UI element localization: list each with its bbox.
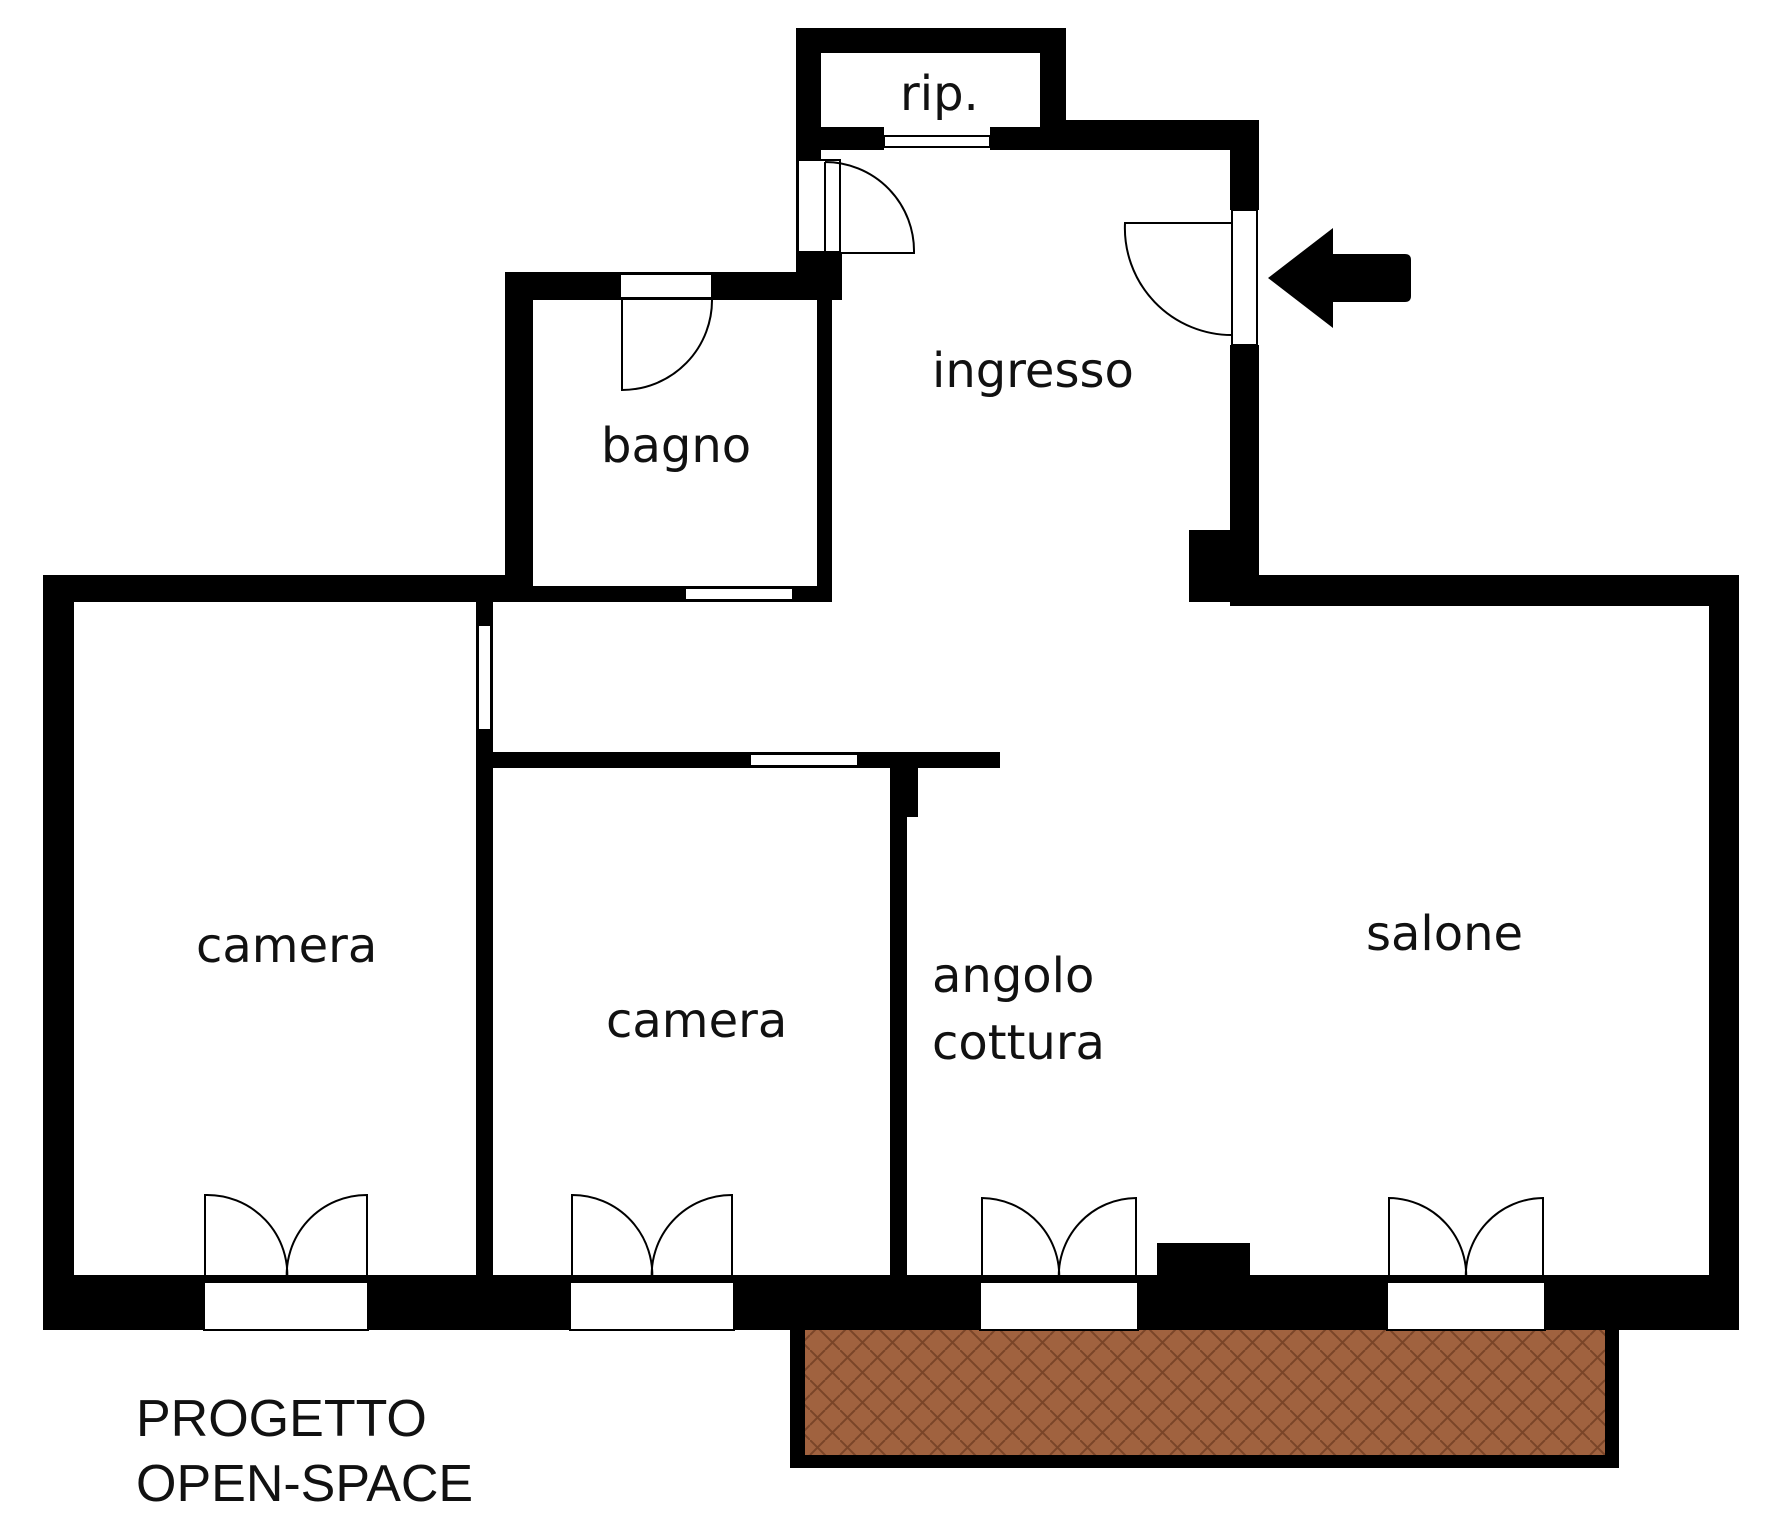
wall-entrance-right-upper (1230, 120, 1259, 210)
opening-entrance-left (797, 159, 841, 253)
door-swing-living-a (1388, 1196, 1468, 1283)
label-entrance: ingresso (932, 343, 1134, 399)
label-storage: rip. (900, 66, 979, 122)
door-swing-left-bedroom-a (204, 1193, 289, 1283)
wall-pillar-bottom (1157, 1243, 1250, 1278)
door-swing-living-b (1464, 1196, 1544, 1283)
opening-left-bedroom-side (477, 624, 492, 731)
window-living (1386, 1281, 1546, 1331)
label-kitchen-line1: angolo (932, 948, 1095, 1004)
arrow-left-icon (1268, 228, 1411, 328)
door-swings (204, 161, 1544, 1283)
door-swing-storage (824, 161, 916, 254)
balcony (790, 1323, 1619, 1468)
wall-outer-left (43, 575, 74, 1330)
label-bathroom: bagno (601, 418, 752, 474)
opening-entrance-door (1231, 209, 1258, 346)
window-middle-bedroom (569, 1281, 735, 1331)
door-swing-kitchen-a (981, 1196, 1061, 1283)
label-bedroom-left: camera (196, 918, 378, 974)
wall-middle-bedroom-top (476, 752, 1000, 768)
opening-middle-bedroom-top (749, 753, 859, 767)
balcony-tiled-floor (805, 1330, 1605, 1455)
opening-bathroom-top (619, 273, 713, 299)
label-living: salone (1366, 906, 1524, 962)
label-bedroom-middle: camera (606, 993, 788, 1049)
door-swing-entrance (1123, 222, 1233, 337)
wall-partition-kitchen (890, 765, 907, 1280)
wall-main-top-right (1230, 575, 1739, 606)
label-kitchen-line2: cottura (932, 1015, 1105, 1071)
door-swing-middle-bedroom-b (650, 1193, 733, 1283)
openings (203, 135, 1546, 1331)
wall-outer-right (1709, 575, 1739, 1330)
caption-line2: OPEN-SPACE (136, 1455, 474, 1513)
opening-bathroom-bottom (684, 587, 794, 601)
window-left-bedroom (203, 1281, 369, 1331)
window-kitchen (979, 1281, 1139, 1331)
door-swing-middle-bedroom-a (571, 1193, 654, 1283)
caption-line1: PROGETTO (136, 1390, 427, 1448)
wall-partition-bedrooms (476, 600, 493, 1280)
wall-bathroom-left (505, 272, 533, 602)
wall-pillar-kitchen (890, 765, 918, 817)
wall-entrance-top (1040, 120, 1259, 150)
opening-storage (883, 135, 991, 148)
wall-storage-top (796, 28, 1066, 53)
door-swing-kitchen-b (1057, 1196, 1137, 1283)
wall-main-top-left (43, 575, 505, 602)
door-swing-bathroom (621, 297, 714, 392)
wall-storage-bottom-left (796, 127, 884, 150)
door-swing-left-bedroom-b (285, 1193, 368, 1283)
wall-bathroom-right (817, 272, 832, 600)
walls (43, 28, 1739, 1330)
